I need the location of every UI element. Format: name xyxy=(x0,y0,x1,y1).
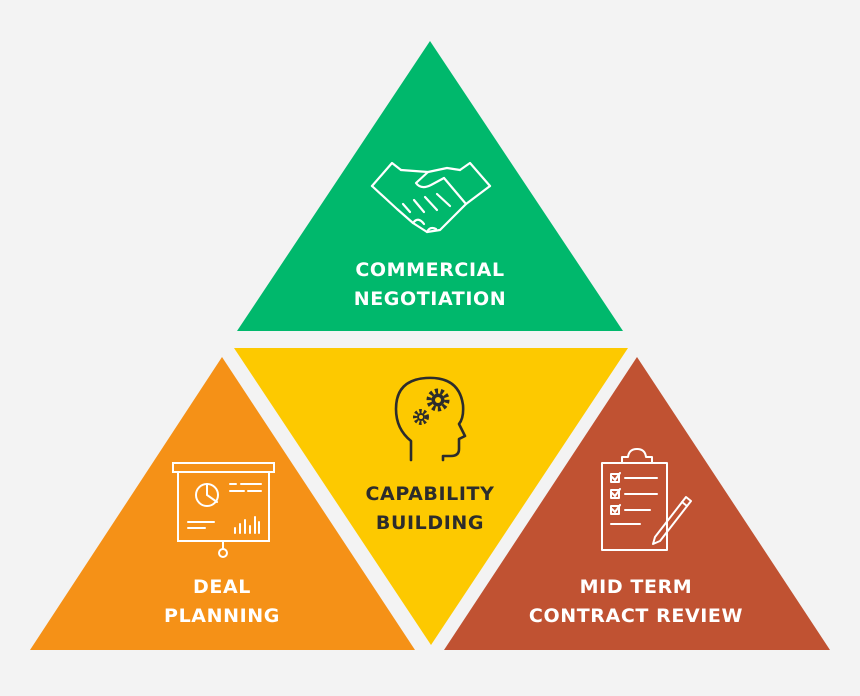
mid-term-contract-review-line-1: MID TERM xyxy=(579,576,693,598)
commercial-negotiation-line-2: NEGOTIATION xyxy=(353,288,507,310)
center-triangle xyxy=(234,348,628,645)
capability-building-line-2: BUILDING xyxy=(375,512,485,534)
left-triangle xyxy=(30,357,415,650)
gear-icon-small xyxy=(413,409,429,425)
mid-term-contract-review-line-2: CONTRACT REVIEW xyxy=(528,605,744,627)
deal-planning-line-2: PLANNING xyxy=(164,605,280,627)
capability-building-line-1: CAPABILITY xyxy=(365,483,495,505)
capability-building-label: CAPABILITY BUILDING xyxy=(320,480,540,538)
deal-planning-line-1: DEAL xyxy=(193,576,251,598)
mid-term-contract-review-label: MID TERM CONTRACT REVIEW xyxy=(506,573,766,631)
deal-planning-label: DEAL PLANNING xyxy=(122,573,322,631)
right-triangle xyxy=(444,357,830,650)
commercial-negotiation-line-1: COMMERCIAL xyxy=(355,259,505,281)
handshake-icon xyxy=(370,161,492,234)
commercial-negotiation-label: COMMERCIAL NEGOTIATION xyxy=(300,256,560,314)
presentation-board-icon xyxy=(172,462,275,558)
gear-icon-large xyxy=(426,388,450,412)
head-gears-icon xyxy=(394,376,467,462)
clipboard-checklist-icon xyxy=(601,448,692,551)
